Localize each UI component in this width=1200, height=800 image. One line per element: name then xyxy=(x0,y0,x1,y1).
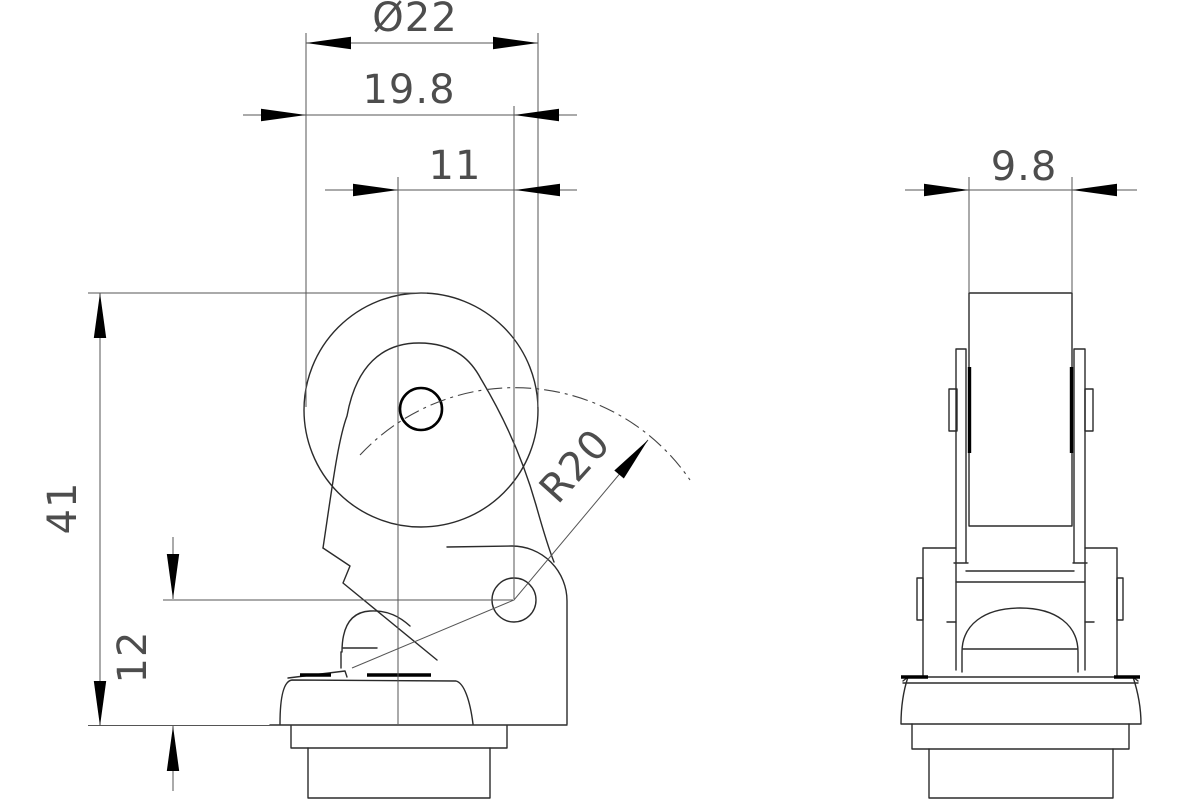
swing-arc xyxy=(359,387,691,481)
cap-side xyxy=(900,676,1142,725)
body-block-side xyxy=(928,748,1114,799)
arrow-198-left xyxy=(261,108,306,122)
fork-tab-right xyxy=(1084,388,1094,432)
side-view: 9.8 xyxy=(900,144,1142,799)
roller-circle xyxy=(303,292,539,528)
front-view: Ø22 19.8 11 41 12 R20 xyxy=(40,0,691,799)
fork-plate-left xyxy=(953,348,969,671)
dim-roller-diameter-label: Ø22 xyxy=(372,0,457,41)
axle-pin-circle xyxy=(398,386,444,432)
plunger-dome-front xyxy=(341,610,411,653)
flange-side xyxy=(911,723,1130,750)
head-body xyxy=(922,547,1118,678)
arrow-12-top xyxy=(166,554,180,599)
arrow-98-right xyxy=(1072,183,1117,197)
arrow-d22-right xyxy=(493,36,538,50)
leader-r20 xyxy=(351,439,649,669)
fork-tab-left xyxy=(948,388,958,432)
front-view-geometry xyxy=(269,292,568,799)
arrow-r20 xyxy=(614,436,653,479)
cap-front xyxy=(279,679,474,725)
body-tab-right xyxy=(1116,577,1124,621)
lever-outline xyxy=(322,342,555,563)
flange-front xyxy=(290,725,508,749)
front-view-dimensions xyxy=(88,33,691,791)
arrow-11-left xyxy=(353,183,398,197)
arrow-d22-left xyxy=(306,36,351,50)
fork-plate-right xyxy=(1072,348,1088,671)
arrow-98-left xyxy=(924,183,969,197)
dim-9-8-label: 9.8 xyxy=(991,144,1058,190)
arrow-198-right xyxy=(514,108,559,122)
arrow-41-top xyxy=(93,293,107,338)
lever-notch xyxy=(322,547,438,661)
head-body-inner xyxy=(946,570,1095,623)
dim-11-label: 11 xyxy=(429,143,482,189)
dim-r20-label: R20 xyxy=(531,421,620,512)
side-view-dimensions xyxy=(905,177,1137,293)
side-view-geometry xyxy=(900,292,1142,799)
plunger-dome-side xyxy=(961,607,1079,673)
arrow-12-bottom xyxy=(166,726,180,771)
dim-12-label: 12 xyxy=(110,631,156,684)
roller-strip xyxy=(968,292,1073,527)
dim-19-8-label: 19.8 xyxy=(362,67,455,113)
pivot-boss xyxy=(446,545,568,725)
arrow-41-bottom xyxy=(93,681,107,726)
body-tab-left xyxy=(916,577,924,621)
dim-41-label: 41 xyxy=(40,482,86,535)
body-block-front xyxy=(307,747,491,799)
